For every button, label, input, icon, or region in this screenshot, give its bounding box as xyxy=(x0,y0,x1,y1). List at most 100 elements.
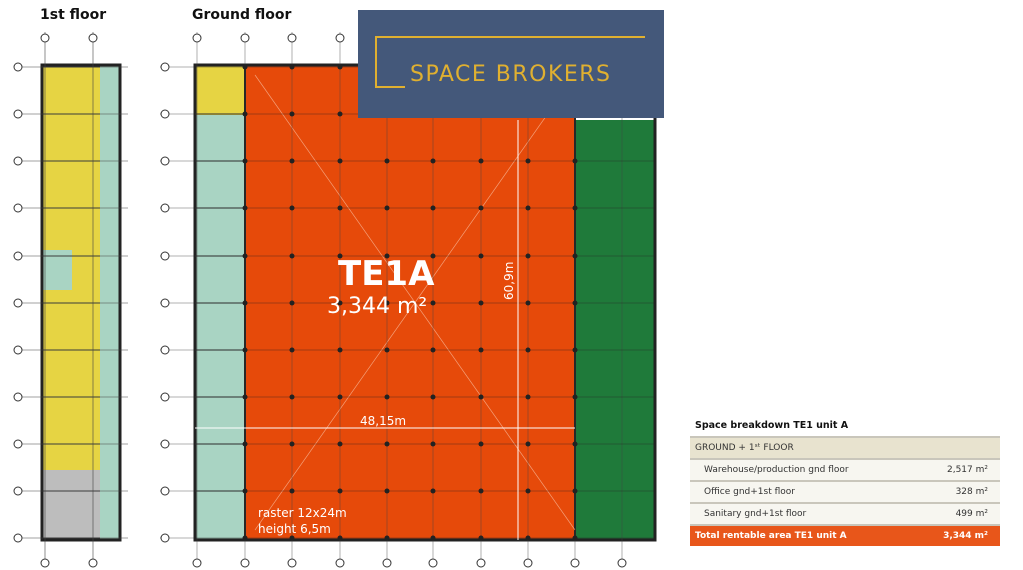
column xyxy=(289,111,295,117)
logo-frame xyxy=(375,36,645,88)
column xyxy=(525,205,531,211)
total-label: Total rentable area TE1 unit A xyxy=(695,531,847,541)
table-row: Warehouse/production gnd floor 2,517 m² xyxy=(690,460,1000,482)
grid-bubble xyxy=(287,558,297,568)
column xyxy=(525,394,531,400)
column xyxy=(242,253,248,259)
grid-bubble xyxy=(476,558,486,568)
row-value: 328 m² xyxy=(955,487,988,497)
grid-bubble xyxy=(617,558,627,568)
height-label: height 6,5m xyxy=(258,522,331,536)
grid-bubble xyxy=(160,533,170,543)
column xyxy=(289,347,295,353)
column xyxy=(572,253,578,259)
column xyxy=(242,394,248,400)
column xyxy=(430,394,436,400)
ground-floor-title: Ground floor xyxy=(192,7,292,23)
grid-bubble xyxy=(13,439,23,449)
grid-bubble xyxy=(160,156,170,166)
column xyxy=(289,64,295,70)
column xyxy=(430,253,436,259)
column xyxy=(478,394,484,400)
grid-bubble xyxy=(570,558,580,568)
grid-bubble xyxy=(523,558,533,568)
column xyxy=(430,441,436,447)
column xyxy=(337,158,343,164)
column xyxy=(572,347,578,353)
row-value: 499 m² xyxy=(955,509,988,519)
grid-bubble xyxy=(335,33,345,43)
first-floor-title: 1st floor xyxy=(40,7,107,23)
column xyxy=(525,535,531,541)
grid-bubble xyxy=(160,392,170,402)
unit-area: 3,344 m² xyxy=(327,294,428,319)
header-label: GROUND + 1ˢᵗ FLOOR xyxy=(695,443,794,453)
row-value: 2,517 m² xyxy=(946,465,988,475)
column xyxy=(337,64,343,70)
grid-bubble xyxy=(160,439,170,449)
column xyxy=(430,300,436,306)
column xyxy=(430,535,436,541)
warehouse-area xyxy=(245,65,575,540)
column xyxy=(478,158,484,164)
diagonal-line xyxy=(254,74,576,531)
column xyxy=(430,158,436,164)
column xyxy=(478,535,484,541)
grid-bubble xyxy=(88,33,98,43)
column xyxy=(384,347,390,353)
grid-bubble xyxy=(40,33,50,43)
column xyxy=(572,488,578,494)
column xyxy=(337,394,343,400)
column xyxy=(242,205,248,211)
column xyxy=(525,300,531,306)
column xyxy=(478,253,484,259)
space-brokers-logo: SPACE BROKERS xyxy=(358,10,664,118)
column xyxy=(337,488,343,494)
column xyxy=(384,394,390,400)
grid-bubble xyxy=(160,345,170,355)
column xyxy=(525,488,531,494)
raster-info: raster 12x24m height 6,5m xyxy=(258,505,347,537)
row-label: Warehouse/production gnd floor xyxy=(704,465,849,475)
column xyxy=(242,535,248,541)
column xyxy=(289,158,295,164)
column xyxy=(572,158,578,164)
first-floor-corridor xyxy=(100,65,120,540)
grid-bubble xyxy=(160,62,170,72)
space-breakdown-table: Space breakdown TE1 unit A GROUND + 1ˢᵗ … xyxy=(690,420,1000,546)
grid-bubble xyxy=(13,62,23,72)
grid-bubble xyxy=(40,558,50,568)
column xyxy=(572,441,578,447)
column xyxy=(242,64,248,70)
column xyxy=(289,394,295,400)
grid-bubble xyxy=(13,533,23,543)
grid-bubble xyxy=(13,251,23,261)
depth-dimension: 60,9m xyxy=(502,261,516,300)
column xyxy=(384,158,390,164)
grid-bubble xyxy=(160,203,170,213)
logo-text: SPACE BROKERS xyxy=(410,62,612,87)
table-title: Space breakdown TE1 unit A xyxy=(695,420,849,431)
column xyxy=(572,535,578,541)
column xyxy=(242,488,248,494)
column xyxy=(242,300,248,306)
grid-bubble xyxy=(13,298,23,308)
grid-bubble xyxy=(382,558,392,568)
width-dimension: 48,15m xyxy=(360,414,407,428)
column xyxy=(337,205,343,211)
column xyxy=(430,488,436,494)
table-header-row: GROUND + 1ˢᵗ FLOOR xyxy=(690,436,1000,460)
grid-bubble xyxy=(88,558,98,568)
first-floor-outline xyxy=(40,63,122,542)
column xyxy=(337,253,343,259)
first-floor-stair xyxy=(42,250,72,290)
column xyxy=(572,300,578,306)
column xyxy=(478,441,484,447)
column xyxy=(289,205,295,211)
column xyxy=(525,158,531,164)
column xyxy=(242,158,248,164)
column xyxy=(337,347,343,353)
grid-bubble xyxy=(428,558,438,568)
